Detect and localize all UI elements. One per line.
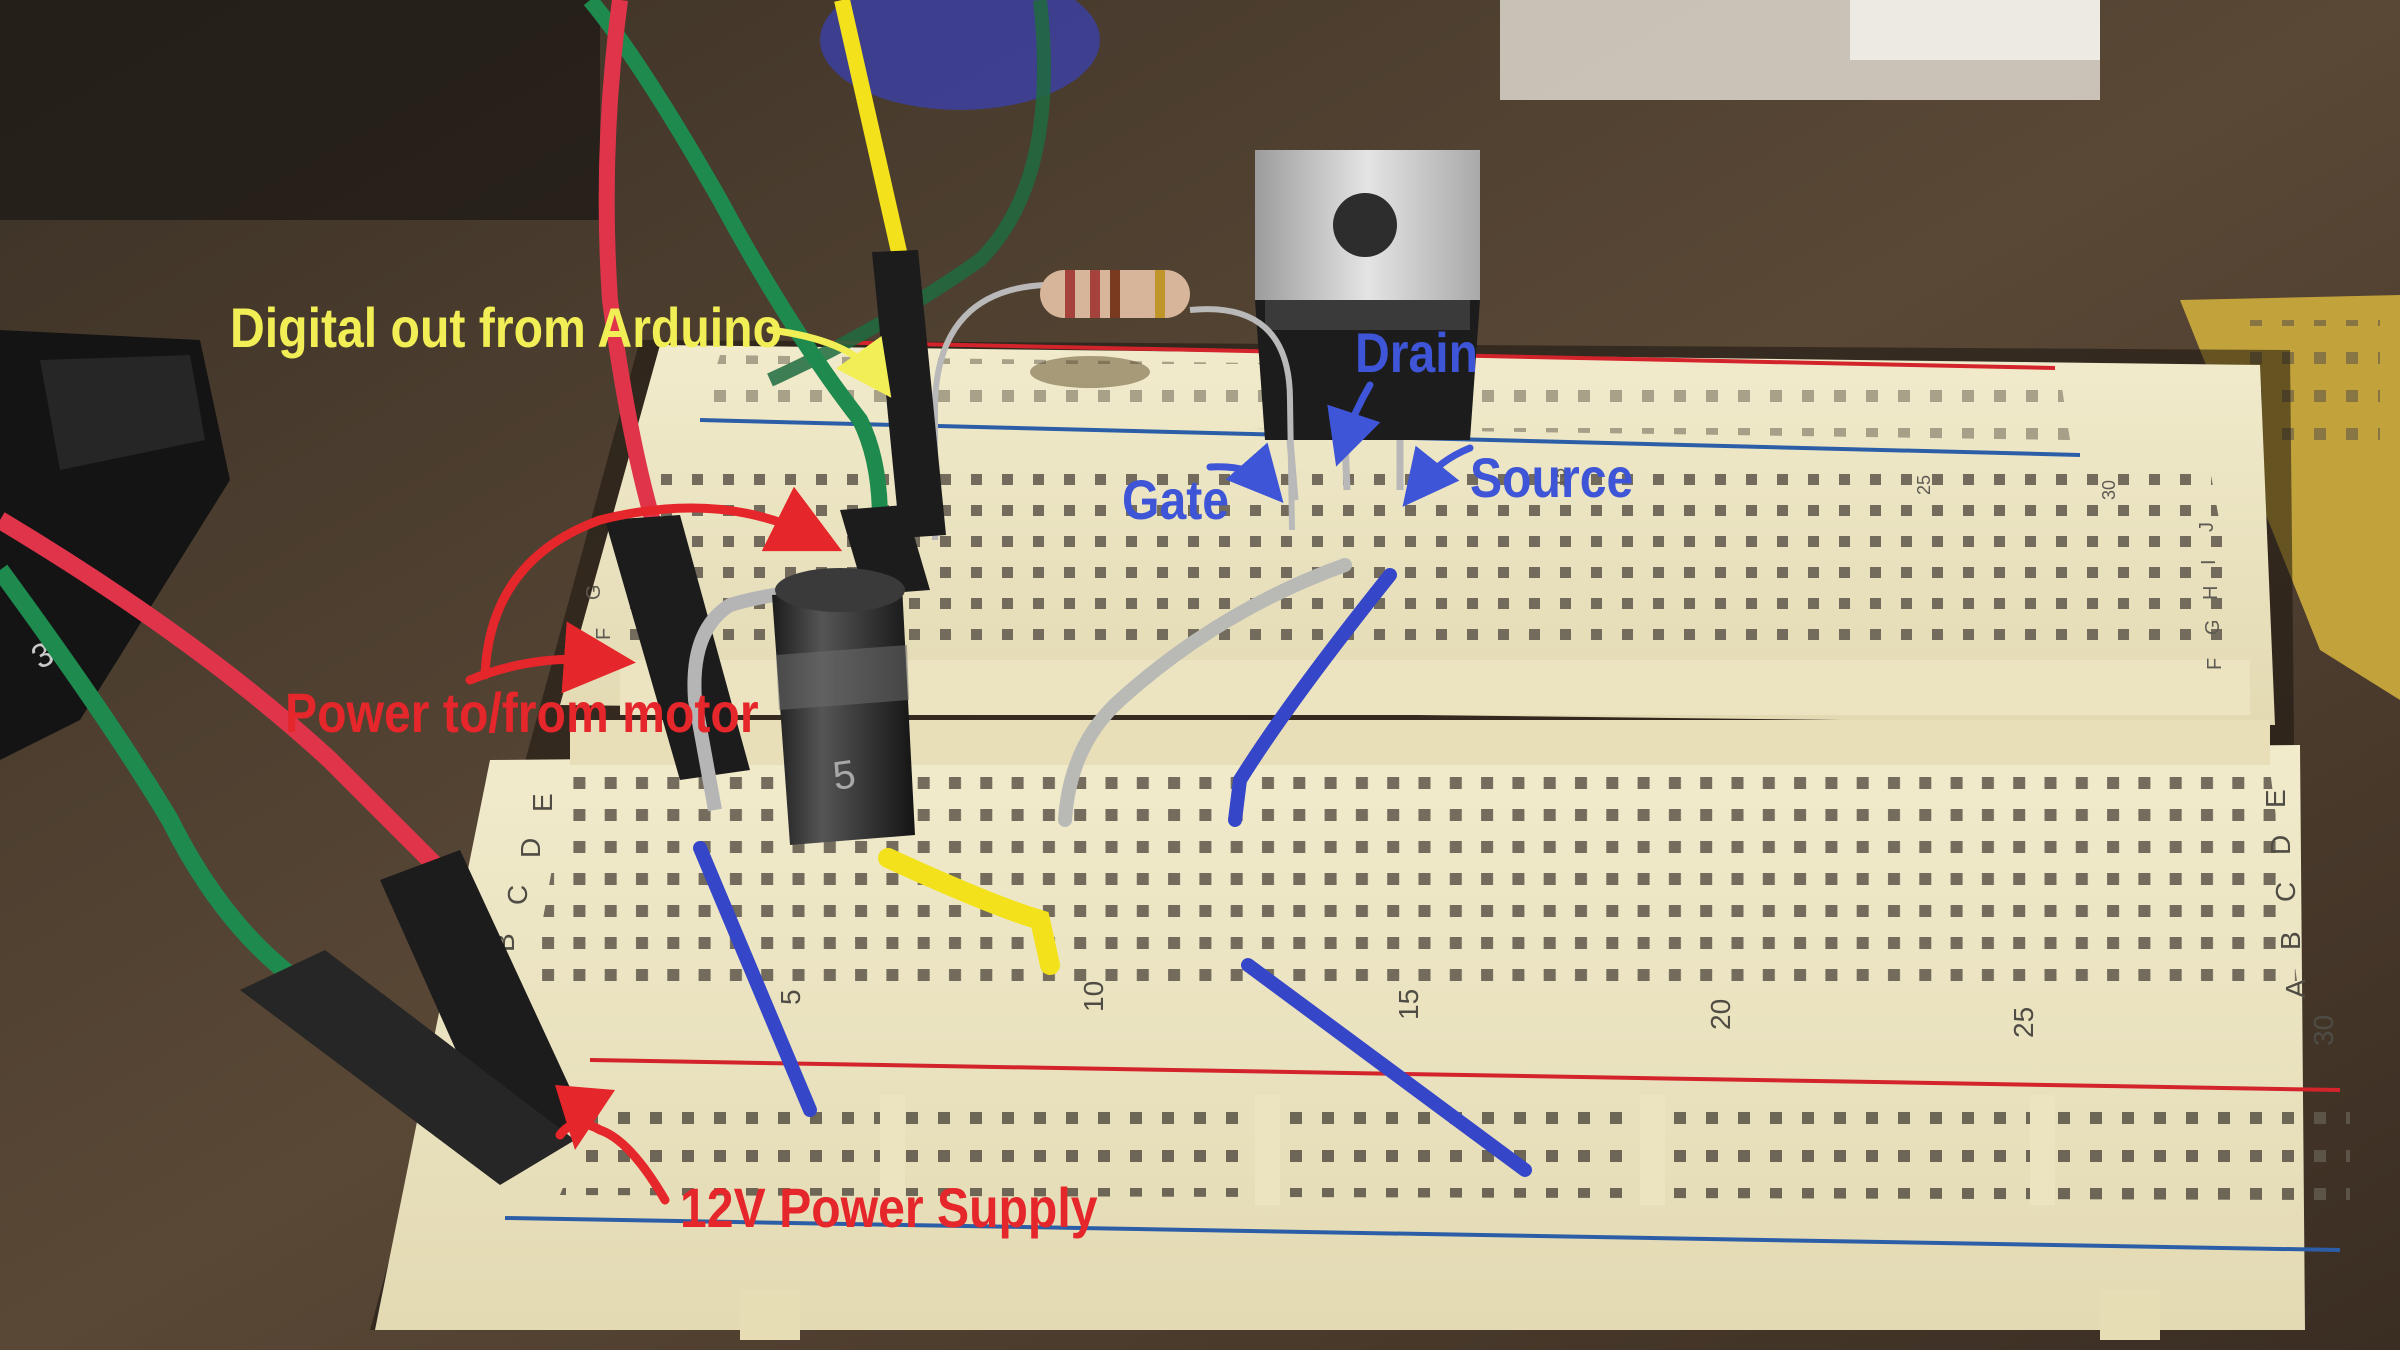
lower-rail-holes [560, 1095, 2350, 1200]
lower-row-letters: E D C B A E D C B [489, 789, 2311, 998]
background-blue-object [820, 0, 1100, 110]
diode-body [772, 585, 915, 845]
left-row-letter-c: C [502, 885, 533, 905]
label-gate: Gate [1122, 468, 1230, 531]
resistor [1040, 270, 1190, 318]
column-number-30: 30 [2308, 1015, 2339, 1046]
row-letter-c: C [2270, 882, 2301, 902]
red-motor-wire [598, 0, 668, 548]
drain-arrow [1327, 381, 1381, 467]
column-number-5: 5 [775, 989, 806, 1005]
resistor-left-lead [932, 282, 1046, 540]
left-row-letter-g: G [583, 584, 605, 600]
column-number-25: 25 [2008, 1007, 2039, 1038]
source-arrow [1402, 444, 1474, 507]
upper-column-numbers: 15 25 30 [1549, 468, 2119, 500]
blue-jumper-wire-upper [1228, 568, 1397, 827]
green-supply-header [240, 950, 575, 1185]
red-motor-header [605, 515, 750, 780]
lower-terminal-holes [530, 770, 2300, 1005]
blue-rail-line [504, 1216, 2341, 1252]
left-row-letter-f: F [593, 628, 615, 640]
resistor-right-lead [1189, 306, 1295, 531]
motor-arrow-lower [465, 621, 636, 694]
motor-arrow-upper [480, 486, 843, 680]
column-numbers: 5 10 15 20 25 30 [775, 981, 2339, 1046]
yellow-signal-wire [834, 0, 910, 267]
left-row-letter-e: E [527, 793, 558, 812]
upper-column-number-25: 25 [1914, 475, 1934, 495]
digital-out-arrow [766, 326, 892, 398]
yellow-jumper-wire [878, 848, 1060, 975]
red-supply-header [380, 850, 585, 1160]
green-supply-wire [0, 564, 296, 983]
column-number-15: 15 [1393, 989, 1424, 1020]
label-source: Source [1470, 446, 1634, 509]
mosfet-body [1255, 300, 1480, 440]
row-letter-g: G [2202, 619, 2224, 635]
column-number-20: 20 [1705, 999, 1736, 1030]
label-drain: Drain [1355, 321, 1479, 384]
mosfet-transistor [1255, 150, 1480, 501]
diode-band [776, 645, 909, 710]
upper-column-number-30: 30 [2099, 480, 2119, 500]
mosfet-drain-leg [1341, 439, 1351, 491]
row-letter-h: H [2200, 586, 2222, 600]
row-letter-e: E [2260, 789, 2291, 808]
blue-jumper-wire-left [693, 841, 817, 1117]
resistor-reflection [1030, 356, 1150, 388]
gray-jumper-wire [1058, 558, 1352, 827]
green-motor-wire [583, 0, 888, 521]
column-number-10: 10 [1078, 981, 1109, 1012]
row-letter-a: A [2280, 979, 2311, 998]
red-supply-wire [0, 512, 457, 887]
row-letter-i: I [2198, 559, 2220, 565]
upper-terminal-holes [615, 455, 2245, 660]
gate-arrow [1206, 442, 1284, 503]
label-digital-out: Digital out from Arduino [230, 296, 782, 359]
yellow-signal-header [872, 250, 946, 538]
upper-column-number-15: 15 [1549, 468, 1569, 488]
red-rail-line [589, 1058, 2341, 1092]
label-power-motor: Power to/from motor [285, 681, 759, 744]
row-letter-d: D [2265, 835, 2296, 855]
label-power-supply: 12V Power Supply [680, 1176, 1098, 1239]
left-row-letter-d: D [515, 838, 546, 858]
mosfet-mounting-hole [1333, 193, 1397, 257]
row-letter-b: B [2275, 931, 2306, 950]
row-letter-f: F [2204, 658, 2226, 670]
row-letter-j: J [2196, 522, 2218, 532]
blue-jumper-wire-right [1241, 958, 1532, 1177]
